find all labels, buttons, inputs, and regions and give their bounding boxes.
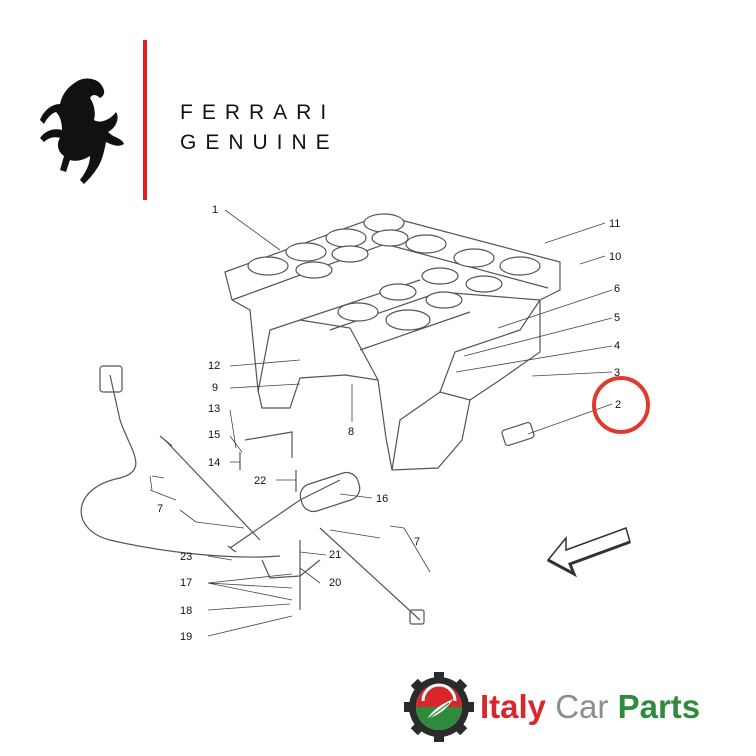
gear-flag-leaf-icon: [404, 672, 474, 742]
brand-block: FERRARI GENUINE: [0, 0, 420, 210]
callout-1: 1: [212, 204, 218, 216]
callout-6: 6: [614, 283, 620, 295]
footer-word-parts: Parts: [617, 688, 701, 725]
callout-18: 18: [180, 605, 192, 617]
footer-title: Italy Car Parts: [480, 688, 700, 726]
footer-word-car: Car: [555, 688, 609, 725]
callout-17: 17: [180, 577, 192, 589]
callout-2: 2: [615, 399, 621, 411]
callout-4: 4: [614, 340, 620, 352]
brand-line-2: GENUINE: [180, 131, 339, 154]
red-divider: [143, 40, 147, 200]
callout-7-right: 7: [414, 536, 420, 548]
callout-14: 14: [208, 457, 220, 469]
prancing-horse-icon: [40, 78, 124, 184]
arrow-pointing-down-left-icon: [546, 527, 631, 578]
callout-20: 20: [329, 577, 341, 589]
callout-22: 22: [254, 475, 266, 487]
callout-7-left: 7: [157, 503, 163, 515]
callout-21: 21: [329, 549, 341, 561]
callout-3: 3: [614, 367, 620, 379]
callout-23: 23: [180, 551, 192, 563]
callout-15: 15: [208, 429, 220, 441]
callout-5: 5: [614, 312, 620, 324]
highlight-circle: [592, 376, 650, 434]
callout-11: 11: [609, 218, 620, 230]
callout-13: 13: [208, 403, 220, 415]
brand-title: FERRARI GENUINE: [180, 98, 339, 158]
callout-8: 8: [348, 426, 354, 438]
footer-brand: [404, 672, 744, 748]
throttle-bodies: [247, 213, 541, 331]
footer-word-italy: Italy: [480, 688, 547, 725]
callout-19: 19: [180, 631, 192, 643]
callout-10: 10: [609, 251, 621, 263]
callout-16: 16: [376, 493, 388, 505]
callout-labels: 1 11 10 6 5 4 3 2 12 9 8 13 15 14 22 16 …: [157, 204, 621, 643]
callout-12: 12: [208, 360, 220, 372]
intake-manifold: [224, 214, 561, 471]
leader-lines: [149, 209, 613, 637]
throttle-linkage: [80, 365, 425, 625]
callout-9: 9: [212, 382, 218, 394]
brand-line-1: FERRARI: [180, 101, 336, 124]
